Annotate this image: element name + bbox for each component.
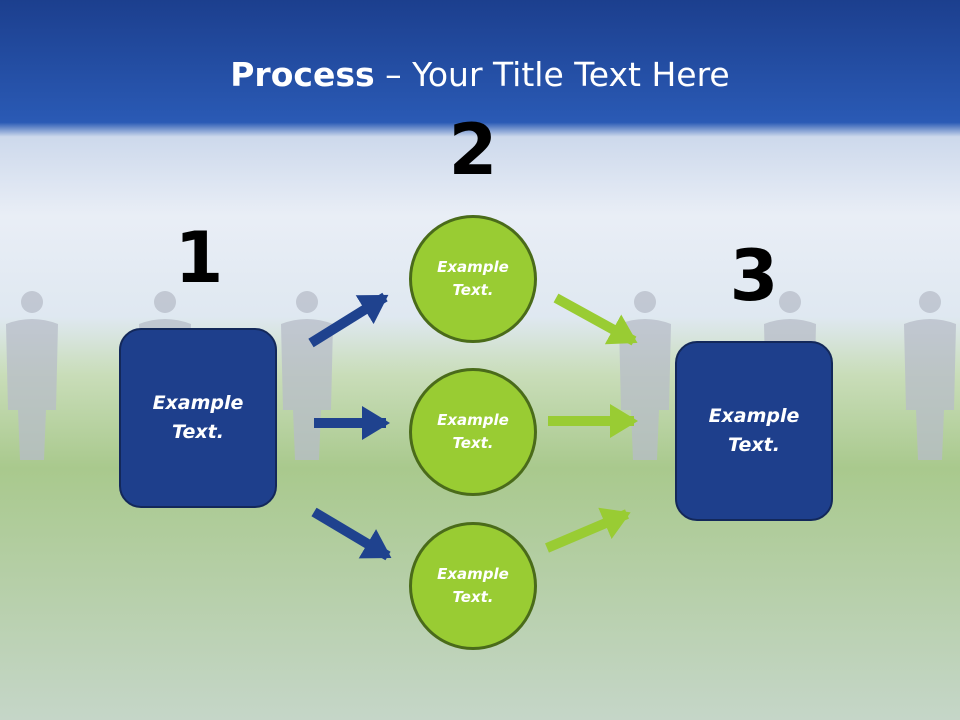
arrow-green-up <box>545 507 631 553</box>
step-number-3: 3 <box>729 235 779 317</box>
slide-title: Process – Your Title Text Here <box>0 52 960 98</box>
step-number-2: 2 <box>448 109 498 191</box>
title-rest: – Your Title Text Here <box>374 55 730 94</box>
arrow-green-down <box>553 293 638 346</box>
step-box-3: Example Text. <box>675 341 833 521</box>
step-number-1: 1 <box>174 217 224 299</box>
circle-top: Example Text. <box>409 215 537 343</box>
circle-bottom: Example Text. <box>409 522 537 650</box>
circle-bottom-label: Example Text. <box>437 565 509 606</box>
circle-middle-label: Example Text. <box>437 411 509 452</box>
arrow-blue-down <box>311 507 392 561</box>
title-bold: Process <box>230 55 375 94</box>
circle-middle: Example Text. <box>409 368 537 496</box>
circle-top-label: Example Text. <box>437 258 509 299</box>
arrow-blue-up <box>308 292 389 348</box>
step-box-1-label: Example Text. <box>152 392 244 443</box>
step-box-3-label: Example Text. <box>708 405 800 456</box>
step-box-1: Example Text. <box>119 328 277 508</box>
